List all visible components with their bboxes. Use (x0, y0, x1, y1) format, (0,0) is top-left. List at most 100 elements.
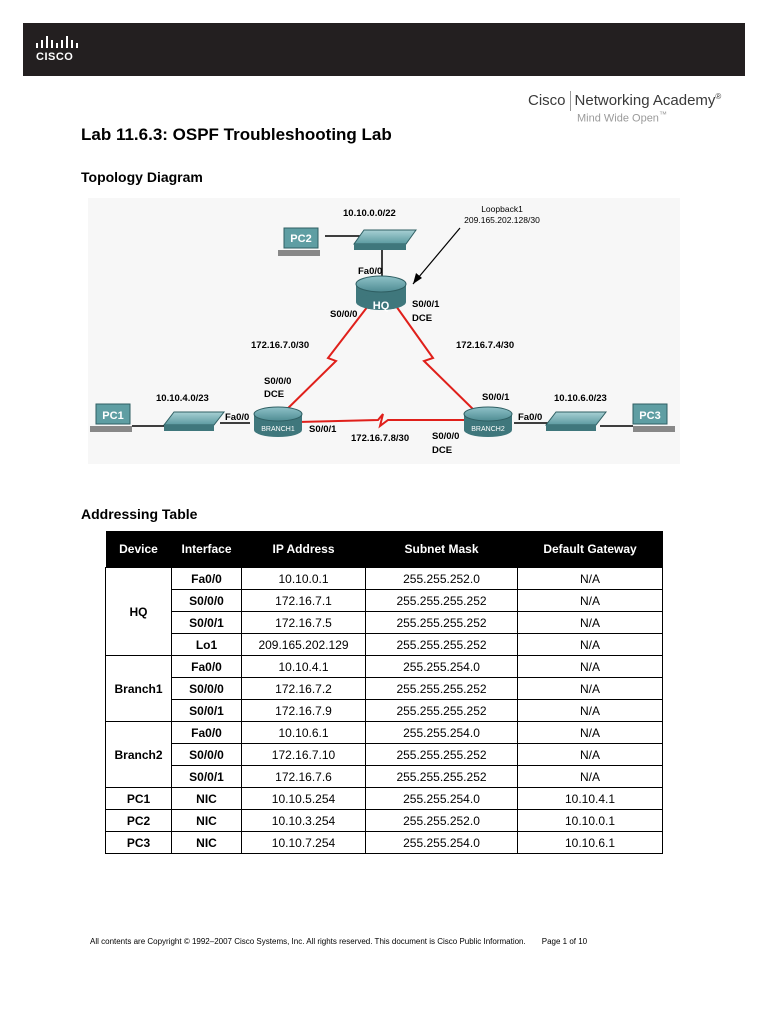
pc2-icon: PC2 (278, 227, 320, 256)
interface-cell: Fa0/0 (171, 655, 242, 678)
cisco-wordmark: CISCO (36, 51, 74, 63)
gateway-cell: N/A (517, 765, 663, 788)
mask-cell: 255.255.254.0 (365, 787, 518, 810)
mask-cell: 255.255.254.0 (365, 655, 518, 678)
label-hq-s001: S0/0/1 (412, 299, 440, 310)
mask-cell: 255.255.255.252 (365, 677, 518, 700)
mask-cell: 255.255.255.252 (365, 699, 518, 722)
cisco-bridge-icon (36, 36, 78, 48)
trademark: ® (715, 91, 722, 101)
academy-brand: Cisco (528, 91, 566, 109)
col-mask: Subnet Mask (365, 531, 518, 568)
label-b1-fa: Fa0/0 (225, 412, 249, 423)
router-hq-icon: HQ (355, 275, 407, 312)
switch-hq-icon (353, 229, 417, 250)
mask-cell: 255.255.255.252 (365, 589, 518, 612)
interface-cell: S0/0/0 (171, 677, 242, 700)
table-header-row: Device Interface IP Address Subnet Mask … (105, 531, 663, 568)
interface-cell: Fa0/0 (171, 721, 242, 744)
label-hq-s000: S0/0/0 (330, 309, 357, 320)
gateway-cell: N/A (517, 567, 663, 590)
gateway-cell: N/A (517, 589, 663, 612)
mask-cell: 255.255.255.252 (365, 743, 518, 766)
gateway-cell: 10.10.6.1 (517, 831, 663, 854)
tagline-trademark: ™ (658, 110, 667, 119)
gateway-cell: N/A (517, 743, 663, 766)
interface-cell: S0/0/1 (171, 611, 242, 634)
label-hq-fa: Fa0/0 (358, 266, 382, 277)
label-link-hq-b2: 172.16.7.4/30 (456, 340, 514, 351)
pc1-icon: PC1 (90, 403, 132, 432)
label-b2-dce: DCE (432, 445, 452, 456)
label-b2-s000: S0/0/0 (432, 431, 459, 442)
label-hq-lan: 10.10.0.0/22 (343, 208, 396, 219)
ip-cell: 10.10.6.1 (241, 721, 366, 744)
academy-title: Networking Academy (574, 91, 716, 109)
label-loopback-name: Loopback1 (481, 204, 523, 214)
router-branch1-label: BRANCH1 (261, 426, 295, 433)
footer: All contents are Copyright © 1992–2007 C… (90, 937, 587, 946)
device-cell: PC2 (105, 809, 172, 832)
router-branch2-icon: BRANCH2 (463, 406, 513, 437)
ip-cell: 172.16.7.6 (241, 765, 366, 788)
topology-diagram: HQ BRANCH1 BRANCH2 PC2 PC1 PC3 10.10.0.0… (88, 198, 680, 464)
header-bar (23, 23, 745, 76)
ip-cell: 172.16.7.5 (241, 611, 366, 634)
networking-academy-logo: Cisco Networking Academy® Mind Wide Open™ (528, 91, 744, 125)
device-cell: PC1 (105, 787, 172, 810)
device-cell: Branch1 (105, 655, 172, 722)
router-branch2-label: BRANCH2 (471, 426, 505, 433)
label-b1-s001: S0/0/1 (309, 424, 337, 435)
switch-branch1-icon (162, 411, 226, 431)
col-device: Device (105, 531, 172, 568)
page-title: Lab 11.6.3: OSPF Troubleshooting Lab (81, 125, 392, 144)
label-b2-lan: 10.10.6.0/23 (554, 393, 607, 404)
gateway-cell: N/A (517, 611, 663, 634)
ip-cell: 10.10.4.1 (241, 655, 366, 678)
interface-cell: S0/0/1 (171, 699, 242, 722)
ip-cell: 10.10.7.254 (241, 831, 366, 854)
ip-cell: 172.16.7.9 (241, 699, 366, 722)
device-cell: HQ (105, 567, 172, 656)
label-hq-dce: DCE (412, 313, 432, 324)
label-b1-s000: S0/0/0 (264, 376, 291, 387)
ip-cell: 172.16.7.1 (241, 589, 366, 612)
interface-cell: Fa0/0 (171, 567, 242, 590)
label-b2-fa: Fa0/0 (518, 412, 542, 423)
label-loopback-net: 209.165.202.128/30 (464, 215, 540, 225)
pc2-label: PC2 (290, 233, 311, 245)
device-cell: PC3 (105, 831, 172, 854)
ip-cell: 10.10.0.1 (241, 567, 366, 590)
mask-cell: 255.255.252.0 (365, 567, 518, 590)
gateway-cell: 10.10.4.1 (517, 787, 663, 810)
interface-cell: S0/0/1 (171, 765, 242, 788)
mask-cell: 255.255.255.252 (365, 611, 518, 634)
pc3-label: PC3 (639, 410, 660, 422)
mask-cell: 255.255.254.0 (365, 831, 518, 854)
academy-tagline: Mind Wide Open (577, 112, 659, 125)
col-gateway: Default Gateway (517, 531, 663, 568)
pc3-icon: PC3 (632, 403, 675, 432)
mask-cell: 255.255.255.252 (365, 765, 518, 788)
addressing-table: Device Interface IP Address Subnet Mask … (105, 531, 663, 854)
label-link-hq-b1: 172.16.7.0/30 (251, 340, 309, 351)
label-b1-lan: 10.10.4.0/23 (156, 393, 209, 404)
ip-cell: 209.165.202.129 (241, 633, 366, 656)
gateway-cell: N/A (517, 655, 663, 678)
label-b2-s001: S0/0/1 (482, 392, 510, 403)
interface-cell: NIC (171, 831, 242, 854)
interface-cell: NIC (171, 809, 242, 832)
device-cell: Branch2 (105, 721, 172, 788)
interface-cell: NIC (171, 787, 242, 810)
